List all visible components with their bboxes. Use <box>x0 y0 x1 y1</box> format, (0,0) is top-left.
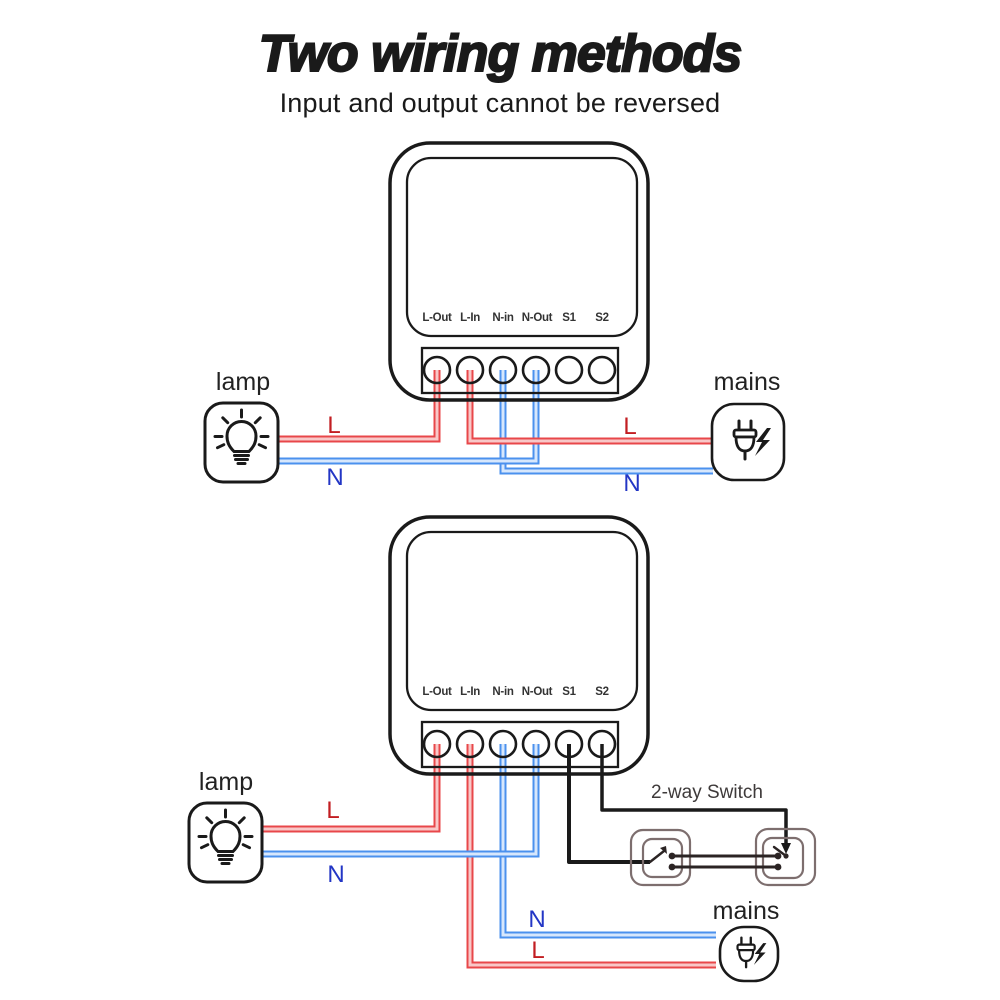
terminal-label-n-out: N-Out <box>521 312 553 324</box>
neutral-wire-label: N <box>528 906 546 933</box>
s2-arrowhead <box>781 843 791 854</box>
lamp-label-2: lamp <box>198 768 254 796</box>
two-way-switch-label: 2-way Switch <box>651 782 763 803</box>
terminal-label-s2: S2 <box>595 686 609 698</box>
smart-switch-device-2 <box>388 515 650 776</box>
mains-label-2: mains <box>712 897 780 925</box>
wire-live-out-to-lamp-1 <box>279 370 441 443</box>
mains-icon <box>718 925 780 983</box>
terminal-label-n-out: N-Out <box>521 686 553 698</box>
lamp-label-1: lamp <box>215 368 271 396</box>
terminal-label-s1: S1 <box>562 686 576 698</box>
wire-neutral-in-to-mains-2 <box>499 744 716 939</box>
terminal-label-l-in: L-In <box>460 312 480 324</box>
mains-icon <box>710 402 786 482</box>
terminal-label-s2: S2 <box>595 312 609 324</box>
smart-switch-device-1 <box>388 141 650 402</box>
live-wire-label: L <box>623 413 637 440</box>
wire-neutral-in-to-mains-1 <box>499 370 713 475</box>
terminal-label-n-in: N-in <box>492 312 514 324</box>
wire-s2-to-switch <box>600 744 788 845</box>
wire-s1-to-switch <box>567 744 650 864</box>
neutral-wire-label: N <box>623 470 641 497</box>
wire-neutral-out-to-lamp-2 <box>262 744 540 858</box>
mains-label-1: mains <box>713 368 781 396</box>
neutral-wire-label: N <box>326 464 344 491</box>
diagram1-wires <box>279 370 713 475</box>
neutral-wire-label: N <box>327 861 345 888</box>
terminal-label-s1: S1 <box>562 312 576 324</box>
wire-live-in-to-mains-2 <box>466 744 716 969</box>
lamp-icon <box>203 401 280 484</box>
live-wire-label: L <box>327 412 341 439</box>
live-wire-label: L <box>531 937 545 964</box>
terminal-label-l-out: L-Out <box>422 686 452 698</box>
wire-neutral-out-to-lamp-1 <box>279 370 540 465</box>
diagram2-wires <box>262 744 791 969</box>
live-wire-label: L <box>326 797 340 824</box>
terminal-label-l-in: L-In <box>460 686 480 698</box>
page-title: Two wiring methods <box>258 24 744 84</box>
terminal-label-n-in: N-in <box>492 686 514 698</box>
page-subtitle: Input and output cannot be reversed <box>279 88 721 118</box>
switch-lever <box>648 849 666 864</box>
terminal-label-l-out: L-Out <box>422 312 452 324</box>
lamp-icon <box>187 801 264 884</box>
traveler-wires <box>668 852 782 871</box>
wire-live-out-to-lamp-2 <box>262 744 441 833</box>
lever-arrowhead <box>660 846 667 854</box>
